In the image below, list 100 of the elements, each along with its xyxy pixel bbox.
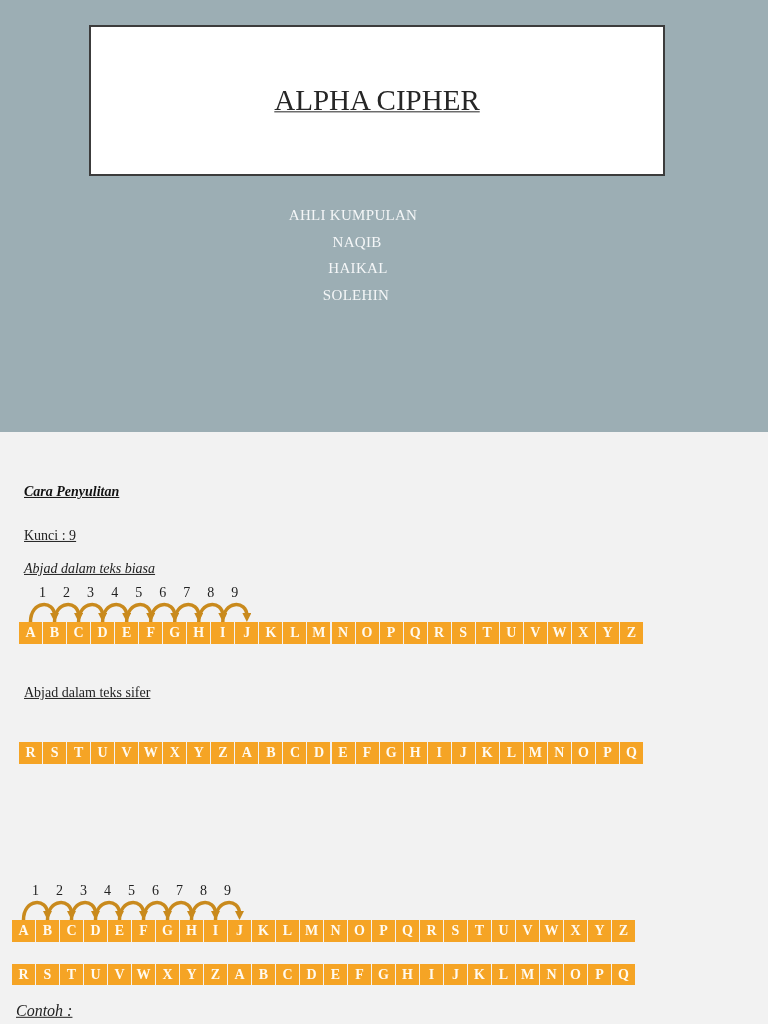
letter-box: Z — [612, 920, 635, 942]
letter-box: Y — [180, 964, 203, 985]
letter-box: D — [300, 964, 323, 985]
step-number: 6 — [151, 884, 160, 898]
letter-box: K — [475, 742, 499, 764]
curved-arrow — [141, 900, 172, 921]
letter-box: W — [132, 964, 155, 985]
letter-box: C — [67, 622, 91, 644]
curved-arrow — [76, 602, 107, 623]
letter-box: A — [12, 920, 35, 942]
letter-box: Q — [396, 920, 419, 942]
letter-box: N — [540, 964, 563, 985]
letter-box: L — [492, 964, 515, 985]
key-value: Kunci : 9 — [24, 527, 77, 545]
letter-box: Y — [588, 920, 611, 942]
letter-box: O — [355, 622, 379, 644]
example-heading: Contoh : — [16, 1001, 73, 1021]
step-number: 6 — [158, 586, 168, 600]
letter-box: G — [156, 920, 179, 942]
letter-box: U — [499, 622, 523, 644]
letter-box: T — [60, 964, 83, 985]
row-caption: Abjad dalam teks biasa — [24, 560, 156, 578]
letter-box: X — [571, 622, 595, 644]
letter-box: E — [115, 622, 139, 644]
step-number: 9 — [223, 884, 232, 898]
curved-arrow — [165, 900, 196, 921]
letter-box: F — [355, 742, 379, 764]
letter-box: P — [379, 622, 403, 644]
letter-box: P — [372, 920, 395, 942]
curved-arrow — [52, 602, 83, 623]
step-number: 8 — [199, 884, 208, 898]
letter-box: U — [91, 742, 115, 764]
letter-box: L — [283, 622, 307, 644]
letter-box: S — [43, 742, 67, 764]
letter-box: N — [547, 742, 571, 764]
letter-box: M — [523, 742, 547, 764]
curved-arrow — [117, 900, 148, 921]
letter-box: G — [372, 964, 395, 985]
letter-box: J — [444, 964, 467, 985]
letter-box: M — [516, 964, 539, 985]
letter-box: B — [252, 964, 275, 985]
letter-box: E — [108, 920, 131, 942]
letter-box: G — [379, 742, 403, 764]
curved-arrow — [100, 602, 131, 623]
letter-box: D — [307, 742, 331, 764]
member-name: SOLEHIN — [322, 287, 390, 305]
letter-box: I — [204, 920, 227, 942]
letter-box: D — [91, 622, 115, 644]
letter-box: H — [396, 964, 419, 985]
curved-arrow — [45, 900, 76, 921]
letter-box: Z — [211, 742, 235, 764]
letter-box: Q — [620, 742, 643, 764]
letter-box: R — [420, 920, 443, 942]
letter-box: O — [564, 964, 587, 985]
row-caption: Abjad dalam teks sifer — [24, 684, 151, 702]
letter-box: U — [492, 920, 515, 942]
letter-box: C — [283, 742, 307, 764]
letter-box: F — [132, 920, 155, 942]
letter-box: W — [540, 920, 563, 942]
curved-arrow — [69, 900, 100, 921]
letter-box: A — [19, 622, 42, 644]
curved-arrow — [148, 602, 179, 623]
letter-box: B — [259, 742, 283, 764]
letter-box: H — [180, 920, 203, 942]
member-name: HAIKAL — [328, 260, 388, 278]
letter-box: X — [564, 920, 587, 942]
step-number: 2 — [55, 884, 64, 898]
step-number: 1 — [38, 586, 47, 600]
letter-box: I — [427, 742, 451, 764]
letter-box: A — [235, 742, 259, 764]
letter-box: F — [139, 622, 163, 644]
step-number: 5 — [127, 884, 136, 898]
letter-box: M — [307, 622, 331, 644]
letter-box: E — [331, 742, 355, 764]
letter-box: O — [348, 920, 371, 942]
letter-box: B — [43, 622, 67, 644]
letter-box: V — [115, 742, 139, 764]
step-number: 2 — [62, 586, 72, 600]
letter-box: N — [331, 622, 355, 644]
letter-box: C — [276, 964, 299, 985]
step-number: 1 — [31, 884, 40, 898]
letter-box: V — [516, 920, 539, 942]
letter-box: Z — [620, 622, 643, 644]
letter-box: L — [499, 742, 523, 764]
curved-arrow — [221, 602, 251, 623]
letter-box: X — [163, 742, 187, 764]
letter-box: V — [523, 622, 547, 644]
letter-box: L — [276, 920, 299, 942]
letter-box: K — [468, 964, 491, 985]
letter-box: S — [451, 622, 475, 644]
curved-arrow — [173, 602, 203, 623]
step-number: 5 — [134, 586, 144, 600]
letter-box: M — [300, 920, 323, 942]
step-number: 4 — [110, 586, 120, 600]
letter-box: K — [259, 622, 283, 644]
step-number: 9 — [230, 586, 240, 600]
letter-box: B — [36, 920, 59, 942]
letter-box: J — [235, 622, 259, 644]
letter-box: Q — [403, 622, 427, 644]
group-heading: AHLI KUMPULAN — [288, 207, 418, 225]
